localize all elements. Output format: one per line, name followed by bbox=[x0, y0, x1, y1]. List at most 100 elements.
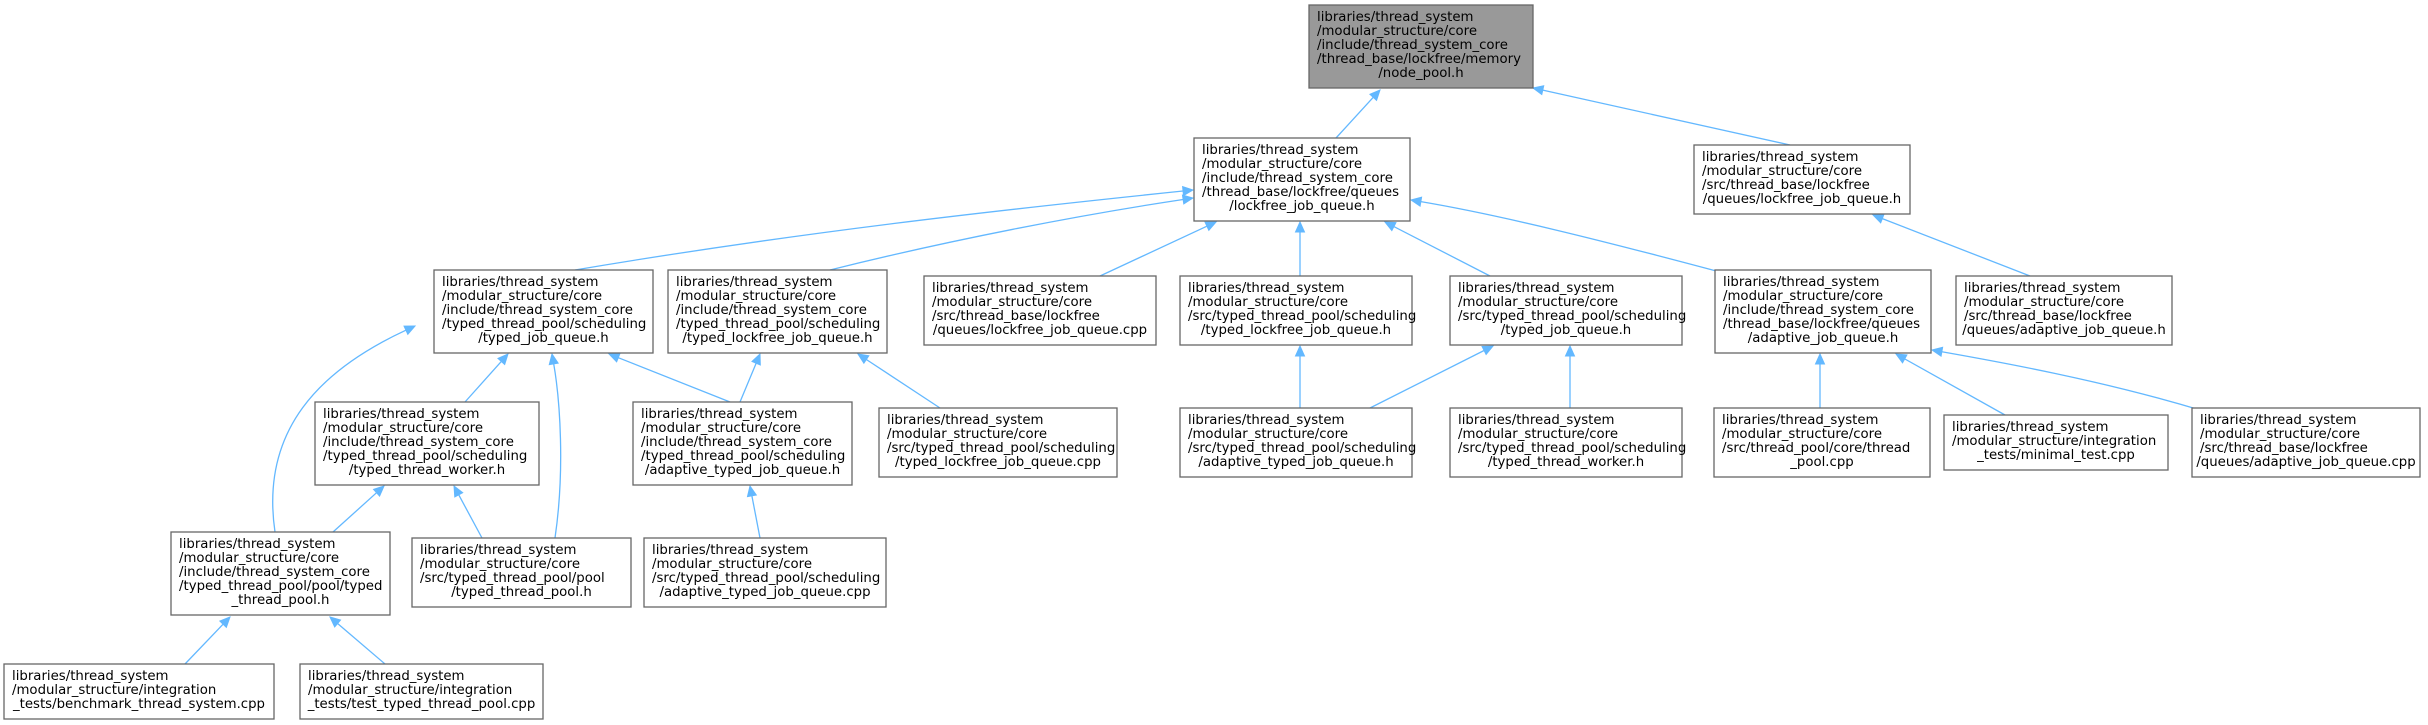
node-label: libraries/thread_system/modular_structur… bbox=[1458, 281, 1686, 338]
node-label-line: /modular_structure/core bbox=[676, 289, 836, 304]
node-box[interactable] bbox=[1179, 407, 1413, 478]
node-label-line: /queues/lockfree_job_queue.cpp bbox=[933, 323, 1147, 338]
node-adaptive-typed-job-queue-h-src[interactable]: libraries/thread_system/modular_structur… bbox=[1179, 407, 1416, 478]
node-box[interactable] bbox=[643, 537, 887, 608]
node-label-line: /typed_thread_pool/scheduling bbox=[641, 449, 845, 464]
node-adaptive-job-queue-h-src[interactable]: libraries/thread_system/modular_structur… bbox=[1955, 275, 2173, 346]
node-label-line: /typed_thread_worker.h bbox=[1488, 455, 1644, 470]
node-box[interactable] bbox=[1713, 407, 1931, 478]
node-label: libraries/thread_system/modular_structur… bbox=[420, 543, 605, 600]
node-lockfree-job-queue-cpp[interactable]: libraries/thread_system/modular_structur… bbox=[923, 275, 1157, 346]
node-label-line: /src/typed_thread_pool/scheduling bbox=[1188, 441, 1416, 456]
node-box[interactable] bbox=[3, 663, 275, 720]
node-box[interactable] bbox=[170, 531, 391, 616]
node-adaptive-typed-job-queue-cpp[interactable]: libraries/thread_system/modular_structur… bbox=[643, 537, 887, 608]
node-box[interactable] bbox=[632, 401, 853, 486]
node-box[interactable] bbox=[299, 663, 544, 720]
node-box[interactable] bbox=[1193, 137, 1411, 222]
edge-thread_pool_cpp-to-adaptive_job_queue_h_inc bbox=[1814, 352, 1826, 408]
node-label-line: /src/typed_thread_pool/scheduling bbox=[1188, 309, 1416, 324]
node-typed-job-queue-h-inc[interactable]: libraries/thread_system/modular_structur… bbox=[433, 269, 654, 354]
node-box[interactable] bbox=[411, 537, 632, 608]
node-adaptive-job-queue-h-inc[interactable]: libraries/thread_system/modular_structur… bbox=[1714, 269, 1932, 354]
edge-line bbox=[1099, 225, 1208, 277]
node-node-pool-h[interactable]: libraries/thread_system/modular_structur… bbox=[1308, 4, 1534, 89]
node-test-typed-thread-pool-cpp[interactable]: libraries/thread_system/modular_structur… bbox=[299, 663, 544, 720]
node-label-line: /node_pool.h bbox=[1378, 66, 1463, 81]
node-box[interactable] bbox=[1943, 414, 2169, 471]
node-typed-thread-worker-h-inc[interactable]: libraries/thread_system/modular_structur… bbox=[314, 401, 540, 486]
node-label-line: libraries/thread_system bbox=[323, 407, 480, 422]
node-box[interactable] bbox=[878, 407, 1118, 478]
node-label-line: libraries/thread_system bbox=[1702, 150, 1859, 165]
node-label-line: /typed_thread_worker.h bbox=[349, 463, 505, 478]
arrowhead-icon bbox=[1369, 89, 1381, 102]
node-label: libraries/thread_system/modular_structur… bbox=[1702, 150, 1901, 207]
node-typed-lockfree-job-queue-h-src[interactable]: libraries/thread_system/modular_structur… bbox=[1179, 275, 1416, 346]
edge-adaptive_typed_job_queue_h_src-to-typed_lockfree_job_queue_h_src bbox=[1294, 344, 1306, 408]
edge-line bbox=[829, 198, 1184, 271]
node-label: libraries/thread_system/modular_structur… bbox=[12, 669, 265, 712]
node-typed-thread-pool-h-src[interactable]: libraries/thread_system/modular_structur… bbox=[411, 537, 632, 608]
node-label-line: libraries/thread_system bbox=[420, 543, 577, 558]
node-box[interactable] bbox=[314, 401, 540, 486]
node-typed-job-queue-h-src[interactable]: libraries/thread_system/modular_structur… bbox=[1449, 275, 1686, 346]
edge-adaptive_typed_job_queue_h_inc-to-typed_job_queue_h_inc bbox=[607, 352, 731, 403]
edge-lockfree_job_queue_h_inc-to-node_pool_h bbox=[1335, 89, 1381, 139]
node-typed-thread-worker-h-src[interactable]: libraries/thread_system/modular_structur… bbox=[1449, 407, 1686, 478]
node-box[interactable] bbox=[1449, 275, 1683, 346]
node-box[interactable] bbox=[2191, 407, 2421, 478]
node-box[interactable] bbox=[1714, 269, 1932, 354]
node-label-line: /modular_structure/core bbox=[1722, 427, 1882, 442]
arrowhead-icon bbox=[1182, 185, 1195, 197]
node-box[interactable] bbox=[433, 269, 654, 354]
node-label-line: libraries/thread_system bbox=[1964, 281, 2121, 296]
node-box[interactable] bbox=[1693, 144, 1911, 215]
node-thread-pool-cpp[interactable]: libraries/thread_system/modular_structur… bbox=[1713, 407, 1931, 478]
node-label: libraries/thread_system/modular_structur… bbox=[1722, 413, 1910, 470]
node-label-line: /src/typed_thread_pool/scheduling bbox=[1458, 441, 1686, 456]
nodes-layer: libraries/thread_system/modular_structur… bbox=[3, 4, 2421, 720]
node-typed-thread-pool-h-inc[interactable]: libraries/thread_system/modular_structur… bbox=[170, 531, 391, 616]
node-adaptive-job-queue-cpp[interactable]: libraries/thread_system/modular_structur… bbox=[2191, 407, 2421, 478]
edge-typed_lockfree_job_queue_h_src-to-lockfree_job_queue_h_inc bbox=[1294, 220, 1306, 276]
edge-line bbox=[1420, 201, 1721, 273]
arrowhead-icon bbox=[218, 616, 231, 629]
node-label-line: /modular_structure/core bbox=[932, 295, 1092, 310]
arrowhead-icon bbox=[453, 484, 464, 498]
node-label-line: libraries/thread_system bbox=[12, 669, 169, 684]
node-label-line: libraries/thread_system bbox=[1952, 420, 2109, 435]
node-benchmark-thread-system-cpp[interactable]: libraries/thread_system/modular_structur… bbox=[3, 663, 275, 720]
edge-lockfree_job_queue_h_src-to-node_pool_h bbox=[1531, 85, 1791, 146]
node-lockfree-job-queue-h-src[interactable]: libraries/thread_system/modular_structur… bbox=[1693, 144, 1911, 215]
node-label-line: /typed_lockfree_job_queue.cpp bbox=[895, 455, 1101, 470]
node-box[interactable] bbox=[1955, 275, 2173, 346]
edge-line bbox=[574, 190, 1184, 271]
node-label-line: libraries/thread_system bbox=[887, 413, 1044, 428]
arrowhead-icon bbox=[1871, 213, 1885, 224]
node-minimal-test-cpp[interactable]: libraries/thread_system/modular_structur… bbox=[1943, 414, 2169, 471]
node-label-line: libraries/thread_system bbox=[676, 275, 833, 290]
node-box[interactable] bbox=[1449, 407, 1683, 478]
edge-minimal_test_cpp-to-adaptive_job_queue_h_inc bbox=[1894, 353, 2006, 416]
node-label-line: /thread_base/lockfree/memory bbox=[1317, 52, 1521, 67]
node-adaptive-typed-job-queue-h-inc[interactable]: libraries/thread_system/modular_structur… bbox=[632, 401, 853, 486]
node-label-line: /queues/adaptive_job_queue.h bbox=[1962, 323, 2166, 338]
node-lockfree-job-queue-h-inc[interactable]: libraries/thread_system/modular_structur… bbox=[1193, 137, 1411, 222]
node-typed-lockfree-job-queue-h-inc[interactable]: libraries/thread_system/modular_structur… bbox=[667, 269, 888, 354]
node-box[interactable] bbox=[1179, 275, 1413, 346]
node-box[interactable] bbox=[1308, 4, 1534, 89]
node-label-line: /modular_structure/core bbox=[1458, 427, 1618, 442]
node-label-line: libraries/thread_system bbox=[1317, 10, 1474, 25]
edge-adaptive_job_queue_cpp-to-adaptive_job_queue_h_inc bbox=[1930, 346, 2201, 411]
edge-line bbox=[751, 495, 761, 539]
edge-line bbox=[1542, 89, 1791, 146]
edge-line bbox=[739, 362, 757, 403]
node-label-line: libraries/thread_system bbox=[1458, 413, 1615, 428]
node-label-line: /src/thread_base/lockfree bbox=[1964, 309, 2132, 324]
node-box[interactable] bbox=[923, 275, 1157, 346]
arrowhead-icon bbox=[497, 353, 509, 366]
node-label-line: libraries/thread_system bbox=[1202, 143, 1359, 158]
node-box[interactable] bbox=[667, 269, 888, 354]
node-typed-lockfree-job-queue-cpp[interactable]: libraries/thread_system/modular_structur… bbox=[878, 407, 1118, 478]
